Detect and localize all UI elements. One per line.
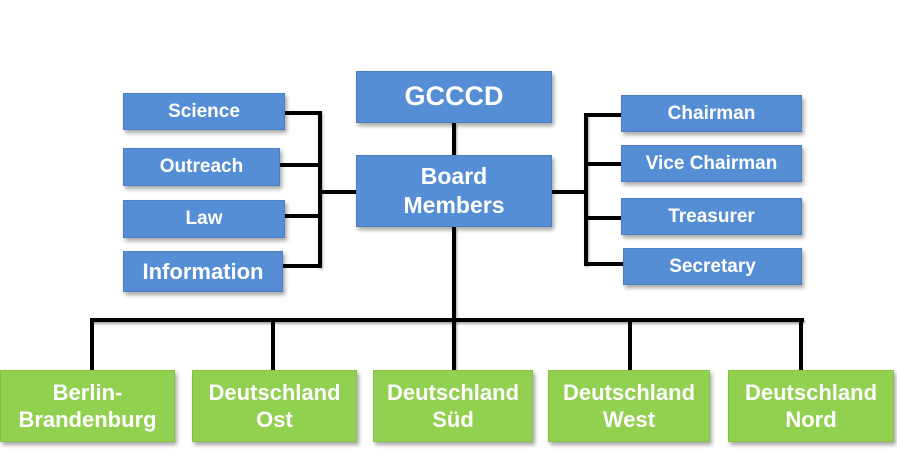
officer-node: Secretary	[623, 248, 802, 285]
officer-label: Secretary	[669, 255, 756, 277]
officer-label: Chairman	[667, 102, 756, 124]
committee-node: Science	[123, 93, 285, 130]
region-label: Deutschland Ost	[208, 379, 341, 433]
region-node: Deutschland West	[548, 370, 710, 442]
board-label: Board Members	[403, 163, 505, 218]
committee-node: Law	[123, 200, 285, 238]
officer-label: Vice Chairman	[645, 152, 778, 174]
root-node: GCCCD	[356, 71, 552, 123]
officer-node: Chairman	[621, 95, 802, 132]
officer-node: Vice Chairman	[621, 145, 802, 182]
region-label: Berlin- Brandenburg	[18, 379, 157, 433]
committee-label: Outreach	[159, 156, 244, 178]
region-label: Deutschland Nord	[744, 379, 878, 433]
region-node: Deutschland Süd	[373, 370, 533, 442]
region-node: Deutschland Ost	[192, 370, 357, 442]
officer-node: Treasurer	[621, 198, 802, 235]
committee-label: Law	[185, 208, 223, 230]
officer-label: Treasurer	[668, 205, 755, 227]
committee-node: Outreach	[123, 148, 280, 186]
committee-label: Science	[168, 100, 240, 122]
region-label: Deutschland West	[562, 379, 696, 433]
region-node: Berlin- Brandenburg	[0, 370, 175, 442]
committee-label: Information	[142, 258, 264, 284]
committee-node: Information	[123, 251, 283, 292]
region-node: Deutschland Nord	[728, 370, 894, 442]
region-label: Deutschland Süd	[386, 379, 520, 433]
root-label: GCCCD	[404, 81, 504, 112]
board-node: Board Members	[356, 155, 552, 227]
